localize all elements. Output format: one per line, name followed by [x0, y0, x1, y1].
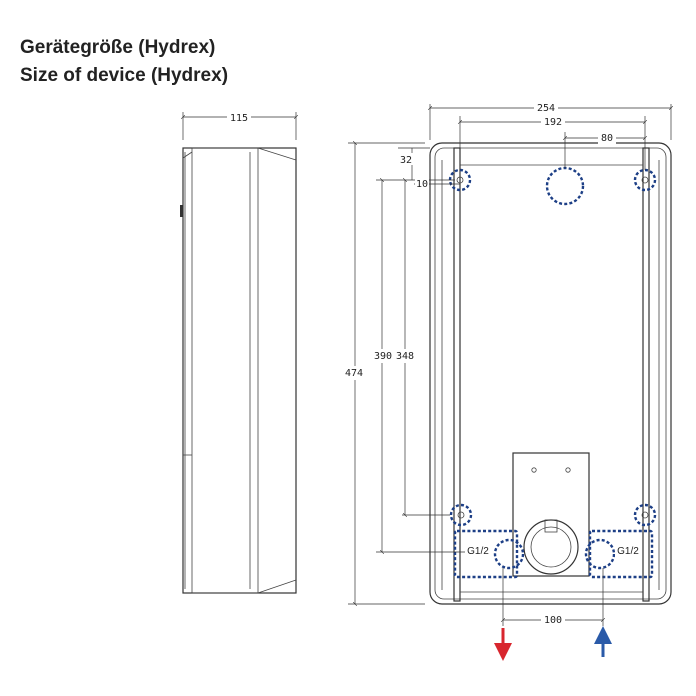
side-view-bevel — [257, 579, 297, 594]
dim-label-254: 254 — [537, 103, 555, 114]
control-panel — [512, 452, 590, 577]
side-view-body — [182, 147, 297, 594]
connection-label-right: G1/2 — [617, 546, 639, 557]
dim-label-bg — [371, 349, 395, 363]
dim-label-bg — [415, 178, 429, 189]
dial-inner-icon — [530, 526, 572, 568]
conn-label-bg — [465, 543, 491, 557]
front-view-outer-frame — [429, 142, 672, 605]
arrow-up-head — [594, 626, 612, 644]
dim-label-bg — [541, 116, 565, 128]
title-english: Size of device (Hydrex) — [20, 65, 229, 86]
right-mounting-rail — [642, 147, 650, 602]
side-view: 115 — [180, 111, 297, 594]
conn-label-bg — [615, 543, 641, 557]
mounting-hole-bottom-left — [449, 503, 473, 527]
connection-zone-right — [588, 529, 654, 579]
dial-indicator-icon — [544, 519, 558, 533]
dim-label-80: 80 — [601, 133, 613, 144]
mounting-hole-center — [641, 176, 649, 184]
dim-label-bg — [393, 349, 417, 363]
left-mounting-rail — [453, 147, 461, 602]
connection-zone-left — [453, 529, 519, 579]
arrow-down-head — [494, 643, 512, 661]
dim-label-bg — [398, 153, 414, 165]
dim-label-390: 390 — [374, 351, 392, 362]
screw-icon — [565, 467, 571, 473]
mounting-hole-center — [456, 176, 464, 184]
front-view-inner-frame — [434, 147, 667, 600]
mounting-hole-bottom-right — [633, 503, 657, 527]
connection-port-left-icon — [493, 538, 525, 570]
mounting-hole-top-right — [633, 168, 657, 192]
front-view-dimensions: 254 192 80 474 390 348 32 — [341, 102, 671, 626]
dim-label-bg — [227, 111, 251, 123]
front-view: G1/2 G1/2 — [429, 142, 672, 605]
mounting-hole-center — [641, 511, 649, 519]
mounting-hole-top-center — [545, 166, 585, 206]
side-view-bevel — [257, 147, 297, 161]
connection-label-left: G1/2 — [467, 546, 489, 557]
mounting-hole-center — [457, 511, 465, 519]
dim-label-32: 32 — [400, 155, 412, 166]
dim-label-192: 192 — [544, 117, 562, 128]
arrow-up-icon — [594, 626, 612, 657]
arrow-down-icon — [494, 628, 512, 661]
screw-icon — [531, 467, 537, 473]
title-german: Gerätegröße (Hydrex) — [20, 37, 216, 58]
control-dial — [523, 519, 579, 575]
side-view-front-panel — [191, 147, 259, 594]
side-view-bevel — [182, 151, 193, 159]
dim-label-bg — [341, 366, 367, 380]
dim-label-115: 115 — [230, 113, 248, 124]
dim-label-474: 474 — [345, 368, 363, 379]
dim-label-bg — [598, 132, 616, 144]
dim-label-348: 348 — [396, 351, 414, 362]
dim-label-100: 100 — [544, 615, 562, 626]
side-view-clip — [180, 205, 183, 217]
dim-label-bg — [541, 614, 565, 626]
dim-label-10: 10 — [416, 179, 428, 190]
connection-port-right-icon — [584, 538, 616, 570]
dim-label-bg — [534, 102, 558, 114]
